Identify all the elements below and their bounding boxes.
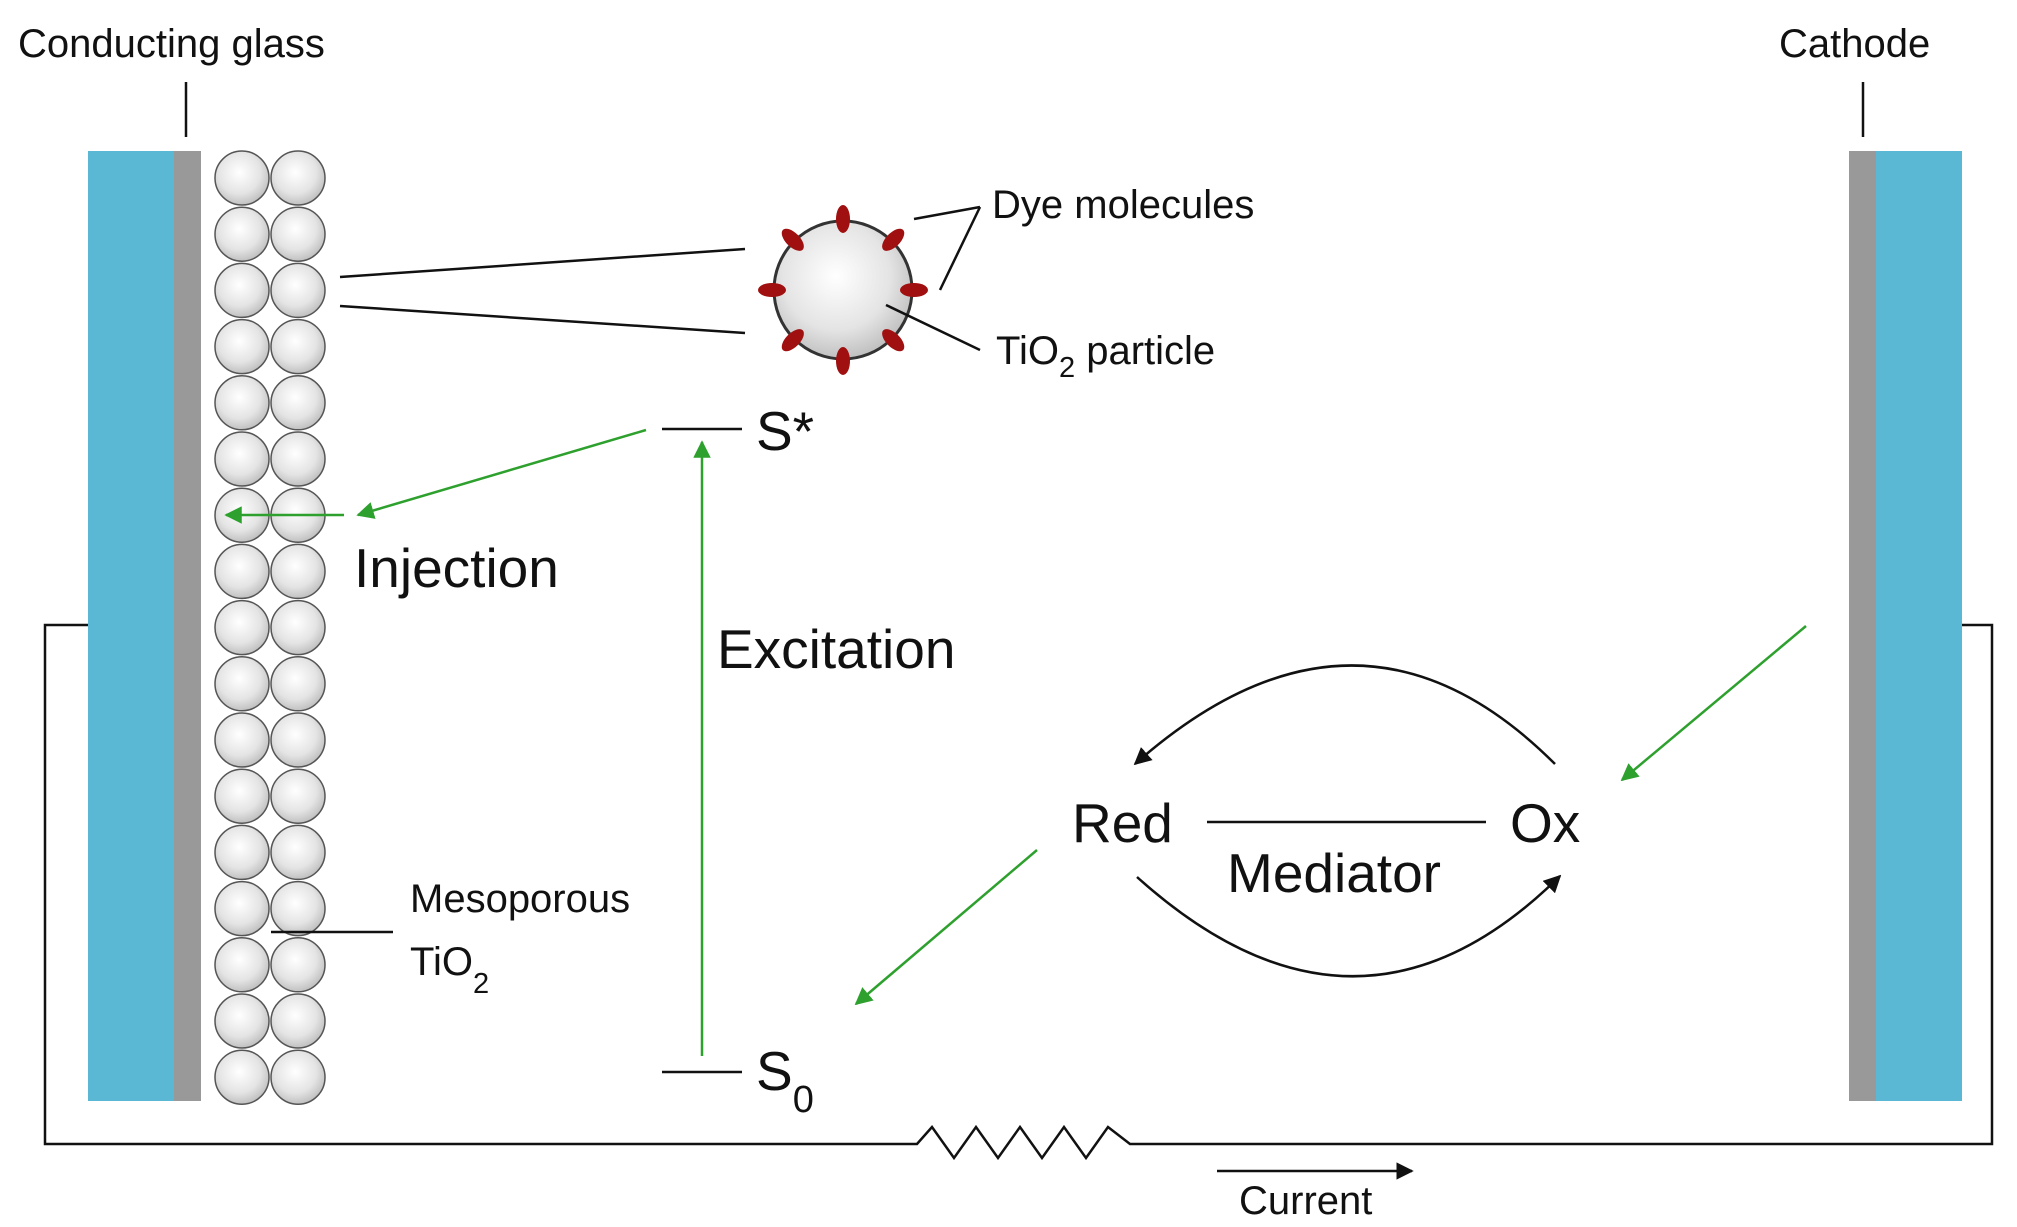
tio2-sphere (214, 824, 270, 881)
dye-molecule (758, 283, 786, 297)
current-label: Current (1239, 1179, 1372, 1223)
tio2-sphere (214, 543, 270, 600)
ox-label: Ox (1510, 792, 1580, 854)
tio2-sphere (270, 543, 326, 600)
dye-molecule (836, 205, 850, 233)
dye-molecule (882, 228, 905, 251)
tio2-sphere (270, 150, 326, 206)
mesoporous-tio2-layer (214, 150, 326, 1105)
tio2-sphere (270, 656, 326, 712)
injection-arrow-diagonal (356, 428, 647, 519)
dye-molecules-label: Dye molecules (992, 183, 1254, 227)
tio2-sphere (270, 768, 326, 824)
cathode-glass (1876, 151, 1962, 1101)
cathode-conductor (1849, 151, 1876, 1101)
tio2-sphere (270, 880, 326, 937)
dye-molecule (882, 329, 905, 352)
excitation-label: Excitation (717, 618, 955, 680)
tio2-sphere (214, 937, 270, 993)
tio2-sphere (214, 375, 270, 431)
cathode-to-ox-arrow (1620, 625, 1807, 782)
s-star-label: S* (756, 400, 814, 462)
tio2-sphere (214, 712, 270, 768)
tio2-sphere (214, 880, 270, 937)
dye-molecule (900, 283, 928, 297)
zoom-line-top (339, 247, 746, 279)
injection-label: Injection (354, 537, 559, 599)
tio2-sphere (270, 262, 326, 319)
tio2-sphere (214, 150, 270, 206)
tio2-sphere (214, 993, 270, 1049)
tio2-sphere (214, 318, 270, 375)
tio2-sphere (214, 206, 270, 262)
dye-molecule (781, 228, 804, 251)
mesoporous-label: Mesoporous (410, 877, 630, 921)
zoom-line-bottom (339, 304, 746, 335)
conducting-glass-label: Conducting glass (18, 22, 325, 66)
tio2-particle-label: TiO2 particle (996, 329, 1215, 384)
dye-molecules (758, 205, 928, 375)
s0-label: S0 (756, 1040, 814, 1121)
red-label: Red (1072, 792, 1173, 854)
tio2-sphere (214, 599, 270, 656)
oxidation-to-red-arrow (1133, 664, 1556, 766)
tio2-sphere (270, 599, 326, 656)
tio2-sphere (270, 824, 326, 881)
dye-molecule (836, 347, 850, 375)
tio2-layer-label: TiO2 (410, 940, 489, 1000)
tio2-sphere (214, 1049, 270, 1105)
tio2-sphere (270, 1049, 326, 1105)
dye-pointer-1 (913, 205, 981, 221)
mediator-label: Mediator (1227, 842, 1441, 904)
tio2-sphere (214, 431, 270, 487)
anode-glass (88, 151, 174, 1101)
tio2-sphere (214, 768, 270, 824)
anode-conductor (174, 151, 201, 1101)
red-to-ox-arrow (1136, 874, 1562, 978)
dye-pointer-2 (938, 206, 982, 291)
tio2-sphere (270, 375, 326, 431)
cathode-label: Cathode (1779, 22, 1930, 66)
dye-molecule (781, 329, 804, 352)
red-to-s0-arrow (854, 849, 1038, 1006)
tio2-sphere (270, 431, 326, 487)
tio2-particle-pointer (885, 303, 981, 352)
tio2-sphere (214, 262, 270, 319)
tio2-sphere (270, 712, 326, 768)
tio2-sphere (270, 206, 326, 262)
dyed-tio2-particle (758, 205, 928, 375)
tio2-sphere (214, 656, 270, 712)
tio2-sphere (270, 993, 326, 1049)
tio2-sphere (270, 937, 326, 993)
tio2-sphere (270, 318, 326, 375)
circuit-wire (43, 623, 1994, 1161)
